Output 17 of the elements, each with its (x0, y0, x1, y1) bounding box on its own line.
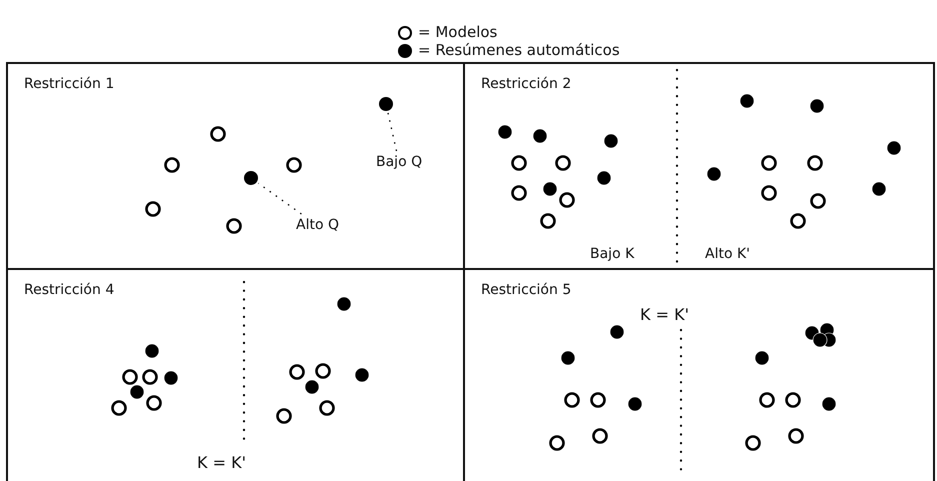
panel-title: Restricción 5 (481, 282, 572, 298)
annotation-text: K = K' (640, 306, 689, 323)
annotation-text: K = K' (197, 454, 246, 471)
panel-title: Restricción 4 (24, 282, 114, 298)
leader-line (258, 182, 302, 215)
annotation-text: Alto K' (705, 246, 750, 263)
filled-dot (244, 171, 258, 185)
panel-title: Restricción 1 (24, 76, 114, 92)
callout-label: Alto Q (296, 217, 339, 234)
callout-label: Bajo Q (376, 154, 422, 171)
legend-text: = Resúmenes automáticos (418, 42, 620, 59)
annotation-text: Bajo K (590, 246, 634, 263)
panel (6, 62, 465, 270)
legend-text: = Modelos (418, 24, 498, 41)
panel-title: Restricción 2 (481, 76, 572, 92)
filled-dot (379, 97, 393, 111)
leader-line (387, 112, 398, 152)
